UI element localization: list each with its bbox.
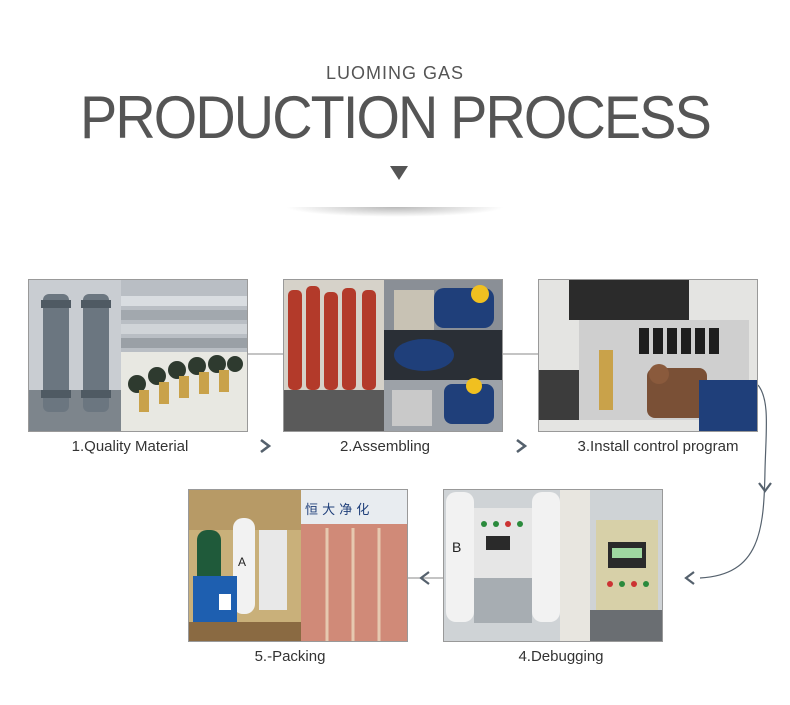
step-2-label: 2.Assembling bbox=[339, 438, 431, 455]
plaque-text: 恒 大 净 化 bbox=[305, 503, 369, 518]
step-4-label: 4.Debugging bbox=[518, 648, 604, 665]
tank-label-b: B bbox=[452, 539, 461, 555]
step-3-label: 3.Install control program bbox=[577, 438, 739, 455]
step-5-label: 5.-Packing bbox=[254, 648, 326, 665]
chevron-left-icon bbox=[684, 571, 695, 585]
step-4-photo: B bbox=[443, 489, 663, 642]
quality-material-illustration bbox=[29, 280, 247, 431]
page-title: PRODUCTION PROCESS bbox=[79, 84, 712, 151]
title-shadow-divider bbox=[285, 207, 505, 217]
tank-label-a: A bbox=[238, 555, 246, 569]
step-3-photo bbox=[538, 279, 758, 432]
control-program-illustration bbox=[539, 280, 757, 431]
packing-illustration: A 恒 大 净 化 bbox=[189, 490, 407, 641]
step-1-photo bbox=[28, 279, 248, 432]
chevron-right-icon bbox=[260, 438, 272, 454]
debugging-illustration: B bbox=[444, 490, 662, 641]
step-5-photo: A 恒 大 净 化 bbox=[188, 489, 408, 642]
chevron-left-icon bbox=[419, 571, 430, 585]
step-1-label: 1.Quality Material bbox=[71, 438, 189, 455]
assembling-illustration bbox=[284, 280, 502, 431]
brand-subtitle: LUOMING GAS bbox=[325, 63, 465, 83]
connector-curve-3-4 bbox=[699, 384, 768, 579]
step-2-photo bbox=[283, 279, 503, 432]
chevron-down-icon bbox=[758, 482, 772, 493]
down-triangle-icon bbox=[390, 166, 408, 180]
chevron-right-icon bbox=[516, 438, 528, 454]
